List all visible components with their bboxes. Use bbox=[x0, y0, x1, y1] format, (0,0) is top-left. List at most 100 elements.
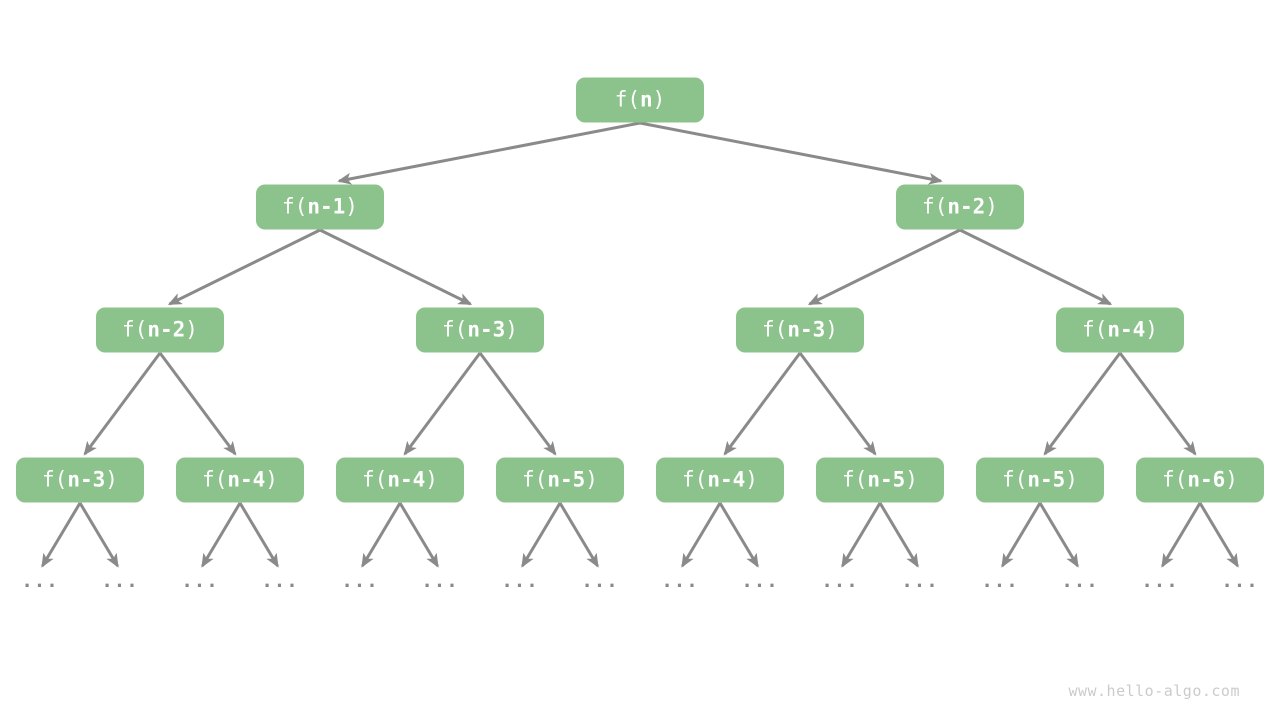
node-label-prefix: f( bbox=[282, 194, 308, 219]
tree-edge-arrow bbox=[681, 502, 722, 568]
node-label-prefix: f( bbox=[522, 467, 548, 492]
node-label-suffix: ) bbox=[985, 194, 998, 219]
tree-node: f(n-6) bbox=[1136, 457, 1264, 503]
node-label-argument: n bbox=[639, 87, 653, 112]
tree-edge-arrow bbox=[718, 502, 759, 568]
node-label-prefix: f( bbox=[682, 467, 708, 492]
tree-edge-arrow bbox=[158, 352, 237, 456]
node-label-argument: n-5 bbox=[1027, 467, 1066, 492]
tree-edge-arrow bbox=[238, 502, 279, 568]
tree-edge-arrow bbox=[798, 352, 877, 456]
node-label-prefix: f( bbox=[122, 317, 148, 342]
tree-node: f(n-4) bbox=[176, 457, 304, 503]
tree-edge-arrow bbox=[1038, 502, 1079, 568]
tree-edge-arrow bbox=[959, 228, 1113, 306]
node-label-prefix: f( bbox=[442, 317, 468, 342]
ellipsis-leaf: ... bbox=[501, 570, 539, 592]
ellipsis-leaf: ... bbox=[821, 570, 859, 592]
ellipsis-leaf: ... bbox=[21, 570, 59, 592]
tree-edge-arrow bbox=[403, 352, 482, 456]
tree-edge-arrow bbox=[558, 502, 599, 568]
tree-edge-arrow bbox=[41, 502, 82, 568]
node-label-argument: n-3 bbox=[67, 467, 106, 492]
tree-edge-arrow bbox=[723, 352, 802, 456]
node-label-prefix: f( bbox=[362, 467, 388, 492]
tree-node: f(n-1) bbox=[256, 184, 384, 230]
node-label-prefix: f( bbox=[1162, 467, 1188, 492]
node-label-argument: n-6 bbox=[1187, 467, 1226, 492]
node-label-prefix: f( bbox=[842, 467, 868, 492]
tree-edges bbox=[41, 121, 1239, 568]
node-label-argument: n-5 bbox=[547, 467, 586, 492]
tree-edge-arrow bbox=[1043, 352, 1122, 456]
node-label-suffix: ) bbox=[1145, 317, 1158, 342]
node-label-suffix: ) bbox=[185, 317, 198, 342]
tree-node: f(n-2) bbox=[896, 184, 1024, 230]
node-label-prefix: f( bbox=[762, 317, 788, 342]
tree-edge-arrow bbox=[78, 502, 119, 568]
tree-edge-arrow bbox=[1198, 502, 1239, 568]
tree-edge-arrow bbox=[639, 121, 943, 185]
node-label-argument: n-2 bbox=[147, 317, 186, 342]
ellipsis-leaf: ... bbox=[261, 570, 299, 592]
tree-edge-arrow bbox=[841, 502, 882, 568]
tree-edge-arrow bbox=[1118, 352, 1197, 456]
ellipsis-leaf: ... bbox=[181, 570, 219, 592]
node-label-argument: n-4 bbox=[1107, 317, 1146, 342]
ellipsis-leaf: ... bbox=[741, 570, 779, 592]
ellipsis-leaf: ... bbox=[421, 570, 459, 592]
tree-edge-arrow bbox=[398, 502, 439, 568]
tree-edge-arrow bbox=[878, 502, 919, 568]
tree-edge-arrow bbox=[807, 228, 961, 306]
node-label-prefix: f( bbox=[1002, 467, 1028, 492]
node-label-prefix: f( bbox=[614, 87, 640, 112]
tree-edge-arrow bbox=[1001, 502, 1042, 568]
ellipsis-leaf: ... bbox=[1141, 570, 1179, 592]
tree-node: f(n-2) bbox=[96, 307, 224, 353]
ellipsis-leaf: ... bbox=[341, 570, 379, 592]
watermark: www.hello-algo.com bbox=[1068, 682, 1240, 700]
tree-edge-arrow bbox=[521, 502, 562, 568]
ellipsis-leaf: ... bbox=[1221, 570, 1259, 592]
node-label-suffix: ) bbox=[1065, 467, 1078, 492]
tree-edge-arrow bbox=[478, 352, 557, 456]
node-label-prefix: f( bbox=[42, 467, 68, 492]
tree-node: f(n) bbox=[576, 77, 704, 123]
node-label-suffix: ) bbox=[652, 87, 666, 112]
node-label-suffix: ) bbox=[905, 467, 918, 492]
node-label-suffix: ) bbox=[265, 467, 278, 492]
tree-node: f(n-5) bbox=[816, 457, 944, 503]
tree-edge-arrow bbox=[83, 352, 162, 456]
node-label-prefix: f( bbox=[202, 467, 228, 492]
node-label-argument: n-4 bbox=[387, 467, 426, 492]
node-label-suffix: ) bbox=[425, 467, 438, 492]
node-label-suffix: ) bbox=[505, 317, 518, 342]
node-label-suffix: ) bbox=[345, 194, 358, 219]
node-label-prefix: f( bbox=[922, 194, 948, 219]
node-label-argument: n-2 bbox=[947, 194, 986, 219]
tree-node: f(n-3) bbox=[416, 307, 544, 353]
node-label-argument: n-4 bbox=[227, 467, 266, 492]
node-label-suffix: ) bbox=[105, 467, 118, 492]
ellipsis-leaf: ... bbox=[981, 570, 1019, 592]
node-label-argument: n-1 bbox=[307, 194, 346, 219]
tree-edge-arrow bbox=[361, 502, 402, 568]
tree-node: f(n-5) bbox=[496, 457, 624, 503]
ellipsis-leaf: ... bbox=[661, 570, 699, 592]
tree-node: f(n-4) bbox=[1056, 307, 1184, 353]
tree-edge-arrow bbox=[319, 228, 473, 306]
tree-node: f(n-4) bbox=[336, 457, 464, 503]
tree-node: f(n-3) bbox=[16, 457, 144, 503]
node-label-suffix: ) bbox=[745, 467, 758, 492]
tree-edge-arrow bbox=[1161, 502, 1202, 568]
ellipsis-leaf: ... bbox=[901, 570, 939, 592]
tree-edge-arrow bbox=[201, 502, 242, 568]
node-label-prefix: f( bbox=[1082, 317, 1108, 342]
tree-node: f(n-5) bbox=[976, 457, 1104, 503]
node-label-argument: n-5 bbox=[867, 467, 906, 492]
ellipsis-leaf: ... bbox=[101, 570, 139, 592]
node-label-argument: n-4 bbox=[707, 467, 746, 492]
ellipsis-leaf: ... bbox=[1061, 570, 1099, 592]
node-label-suffix: ) bbox=[585, 467, 598, 492]
